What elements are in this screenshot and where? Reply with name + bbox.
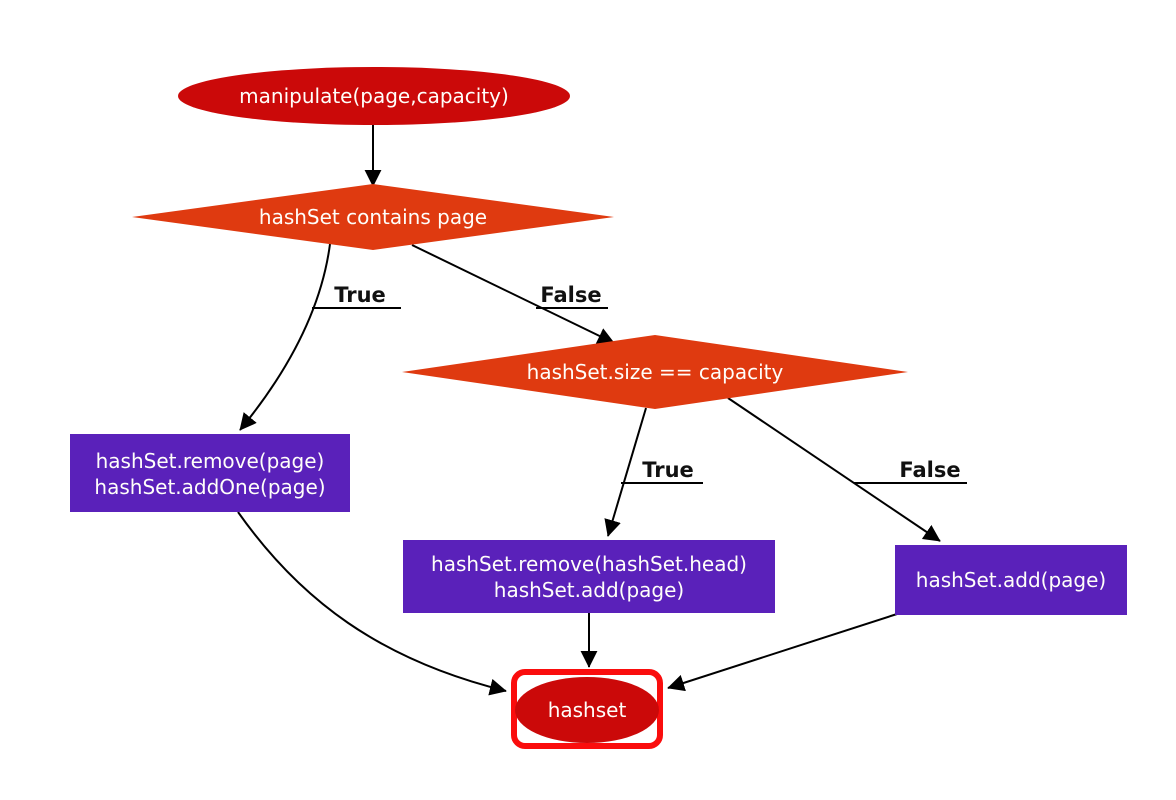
edge-process3-to-end	[667, 613, 898, 692]
end-node: hashset	[511, 669, 663, 749]
decision1-diamond	[132, 184, 614, 250]
decision2-label: hashSet.size == capacity	[527, 360, 784, 384]
process3-rect	[895, 545, 1127, 615]
true-label: True	[334, 283, 386, 307]
process2-label-line1: hashSet.remove(hashSet.head)	[431, 552, 747, 576]
start-node-label: manipulate(page,capacity)	[239, 84, 509, 108]
process2-node: hashSet.remove(hashSet.head) hashSet.add…	[403, 540, 775, 613]
process1-node: hashSet.remove(page) hashSet.addOne(page…	[70, 434, 350, 512]
edge-decision1-true-to-process1	[239, 243, 331, 431]
true-label: True	[642, 458, 694, 482]
edge-decision2-true-to-process2	[604, 407, 647, 537]
edge-process1-to-end	[237, 511, 507, 696]
decision1-label: hashSet contains page	[259, 205, 487, 229]
end-node-ellipse	[515, 677, 659, 743]
edge-label-decision2-true: True	[621, 458, 703, 484]
edges	[237, 125, 941, 696]
decision1-node: hashSet contains page	[132, 184, 614, 250]
process3-label: hashSet.add(page)	[916, 568, 1106, 592]
edge-label-decision2-false: False	[854, 458, 967, 484]
end-node-label: hashset	[548, 698, 627, 722]
edge-label-decision1-true: True	[312, 283, 401, 309]
decision2-diamond	[402, 335, 908, 409]
decision2-node: hashSet.size == capacity	[402, 335, 908, 409]
edge-decision1-false-to-decision2	[411, 244, 615, 344]
process1-label-line2: hashSet.addOne(page)	[94, 475, 325, 499]
process3-node: hashSet.add(page)	[895, 545, 1127, 615]
process1-label-line1: hashSet.remove(page)	[96, 449, 325, 473]
start-node-ellipse	[178, 67, 570, 125]
end-node-highlight-border	[511, 669, 663, 749]
edge-label-decision1-false: False	[536, 283, 608, 309]
process1-rect	[70, 434, 350, 512]
false-label: False	[899, 458, 960, 482]
process2-label-line2: hashSet.add(page)	[494, 578, 684, 602]
edge-decision2-false-to-process3	[727, 397, 941, 542]
process2-rect	[403, 540, 775, 613]
false-label: False	[540, 283, 601, 307]
edge-labels: True False True False	[312, 283, 967, 484]
start-node: manipulate(page,capacity)	[178, 67, 570, 125]
